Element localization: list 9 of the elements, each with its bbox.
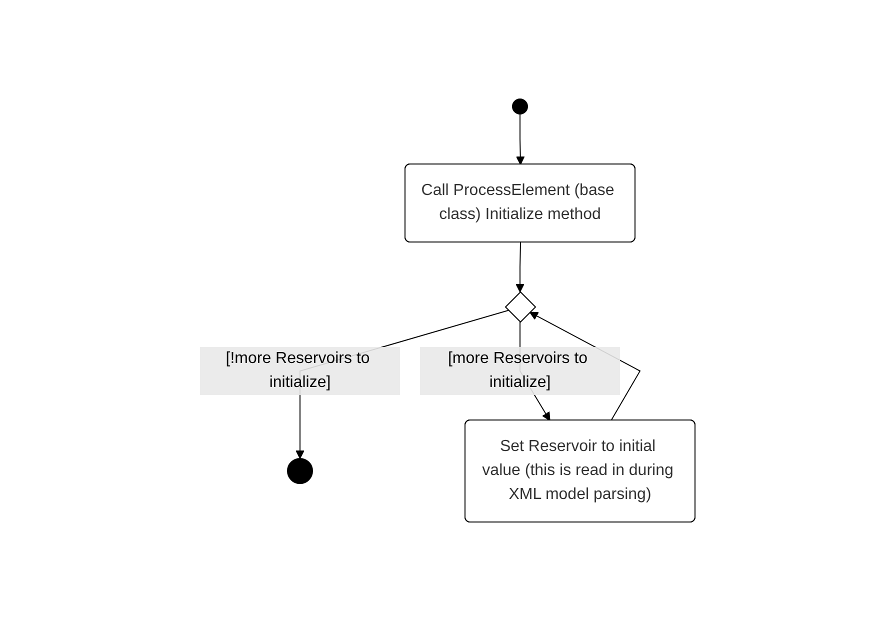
arrow xyxy=(515,113,524,164)
node-text: Call ProcessElement (base class) Initialize method xyxy=(420,182,614,222)
node-circle xyxy=(512,98,528,114)
node-text: Set Reservoir to initial value (this is read in during XML model parsing) xyxy=(482,438,673,502)
arrow xyxy=(515,242,524,292)
edge-label: [!more Reservoirs to initialize] xyxy=(225,350,370,390)
node-circle xyxy=(286,458,312,484)
edge-label: [more Reservoirs to initialize] xyxy=(447,350,588,390)
node-diamond xyxy=(504,290,536,322)
